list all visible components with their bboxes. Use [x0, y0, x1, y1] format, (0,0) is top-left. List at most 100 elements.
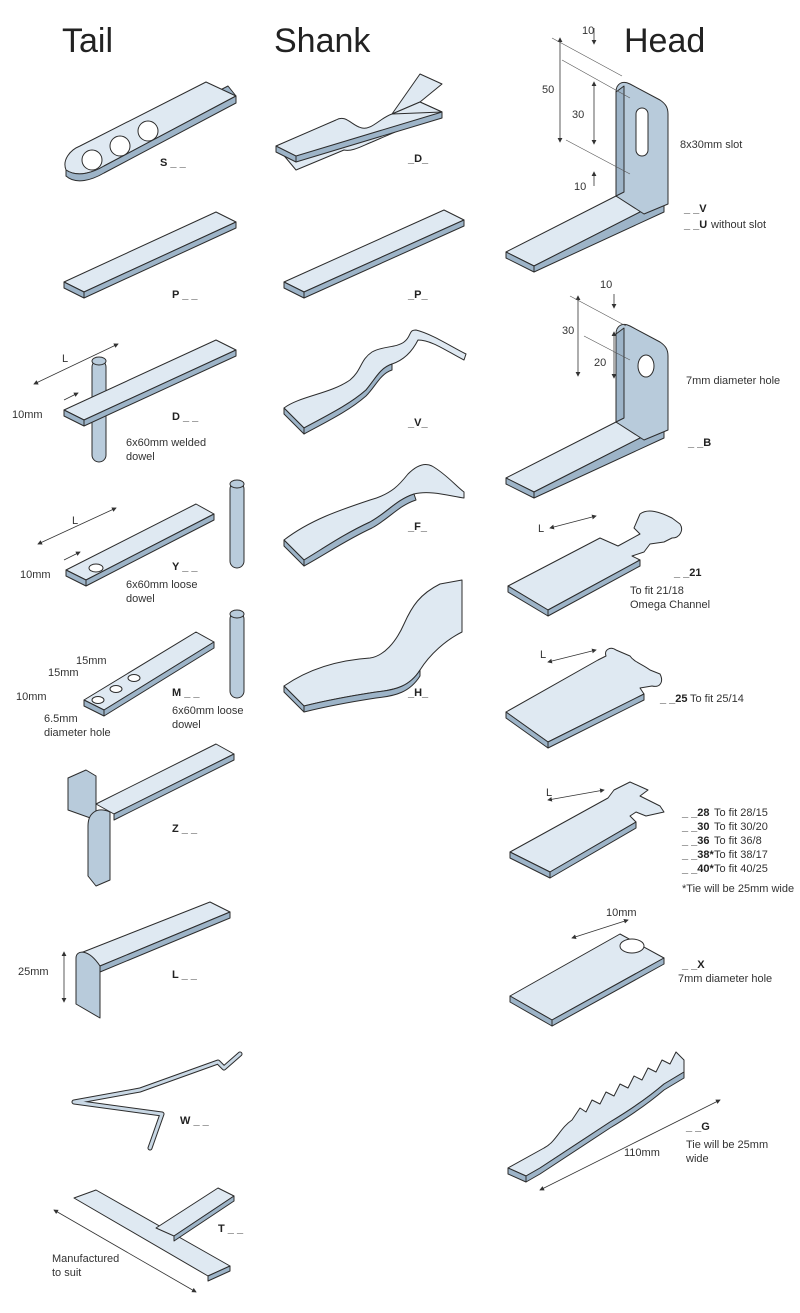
- shank-v-code: _V_: [407, 417, 428, 429]
- tail-y-dim-l: L: [72, 515, 78, 527]
- head-multi-footnote: *Tie will be 25mm wide: [682, 883, 794, 895]
- tail-d-note-2: dowel: [126, 451, 155, 463]
- head-multi-code-4: _ _40*: [681, 863, 715, 875]
- head-b-hole-note: 7mm diameter hole: [686, 375, 780, 387]
- tail-y-code: Y _ _: [172, 561, 198, 573]
- head-x-hole-note: 7mm diameter hole: [678, 973, 772, 985]
- tail-l-figure: [61, 901, 231, 1019]
- head-multi-note-2: To fit 36/8: [714, 835, 762, 847]
- shank-f-code: _F_: [407, 521, 428, 533]
- head-25-note: To fit 25/14: [690, 693, 744, 705]
- tail-l-dim-25: 25mm: [18, 966, 49, 978]
- shank-d-code: _D_: [407, 153, 429, 165]
- tail-m-figure: [83, 609, 245, 717]
- tail-m-dowel: [229, 611, 245, 699]
- head-b-dim-20: 20: [594, 357, 606, 369]
- head-multi-note-0: To fit 28/15: [714, 807, 768, 819]
- tail-t-note-1: Manufactured: [52, 1253, 119, 1265]
- head-multi-dim-l: L: [546, 787, 552, 799]
- head-multi-code-2: _ _36: [681, 835, 710, 847]
- tail-p-code: P _ _: [172, 289, 198, 301]
- column-title-shank: Shank: [274, 22, 371, 60]
- shank-f-figure: [283, 463, 465, 567]
- head-g-dim-110: 110mm: [624, 1147, 660, 1159]
- head-25-dim-l: L: [540, 649, 546, 661]
- shank-h-code: _H_: [407, 687, 429, 699]
- tail-z-code: Z _ _: [172, 823, 198, 835]
- head-v-code: _ _V: [683, 203, 707, 215]
- head-multi-code-0: _ _28: [681, 807, 710, 819]
- tail-t-figure: [53, 1187, 235, 1293]
- tail-d-note-1: 6x60mm welded: [126, 437, 206, 449]
- tail-y-note-2: dowel: [126, 593, 155, 605]
- head-u-note: without slot: [710, 219, 766, 231]
- head-multi-note-3: To fit 38/17: [714, 849, 768, 861]
- head-v-slot-note: 8x30mm slot: [680, 139, 742, 151]
- head-v-dim-10a: 10: [582, 25, 594, 37]
- head-g-note-2: wide: [685, 1153, 709, 1165]
- head-25-figure: [505, 647, 663, 749]
- tail-m-dim-15b: 15mm: [48, 667, 79, 679]
- head-b-hole: [637, 354, 655, 378]
- head-v-dim-10b: 10: [574, 181, 586, 193]
- column-title-tail: Tail: [62, 22, 113, 60]
- tail-m-note-2: dowel: [172, 719, 201, 731]
- tail-t-code: T _ _: [218, 1223, 244, 1235]
- tail-w-code: W _ _: [180, 1115, 210, 1127]
- tail-m-dim-15a: 15mm: [76, 655, 107, 667]
- tail-w-figure: [71, 1051, 243, 1151]
- head-x-dim-10: 10mm: [606, 907, 637, 919]
- tail-s-figure: [64, 81, 237, 182]
- tail-p-figure: [63, 211, 237, 299]
- head-b-dim-10: 10: [600, 279, 612, 291]
- tail-d-dim-10: 10mm: [12, 409, 43, 421]
- head-g-note-1: Tie will be 25mm: [686, 1139, 768, 1151]
- column-title-head: Head: [624, 22, 705, 60]
- head-multi-list: _ _28 To fit 28/15 _ _30 To fit 30/20 _ …: [681, 807, 768, 875]
- tail-y-note-1: 6x60mm loose: [126, 579, 198, 591]
- head-x-figure: [509, 918, 665, 1027]
- tail-s-hole-3: [137, 120, 159, 142]
- tail-d-code: D _ _: [172, 411, 199, 423]
- head-u-code: _ _U: [683, 219, 707, 231]
- head-g-code: _ _G: [685, 1121, 710, 1133]
- tail-m-dim-10: 10mm: [16, 691, 47, 703]
- head-v-dim-30: 30: [572, 109, 584, 121]
- tail-s-hole-2: [109, 135, 131, 157]
- head-multi-note-1: To fit 30/20: [714, 821, 768, 833]
- head-25-code: _ _25: [659, 693, 688, 705]
- head-x-code: _ _X: [681, 959, 705, 971]
- head-b-dim-30: 30: [562, 325, 574, 337]
- shank-p-code: _P_: [407, 289, 428, 301]
- tail-l-code: L _ _: [172, 969, 198, 981]
- head-21-note-1: To fit 21/18: [630, 585, 684, 597]
- head-multi-code-1: _ _30: [681, 821, 710, 833]
- head-multi-figure: [509, 781, 665, 879]
- head-multi-code-3: _ _38*: [681, 849, 715, 861]
- tail-y-dim-10: 10mm: [20, 569, 51, 581]
- shank-d-figure: [275, 73, 443, 171]
- head-21-dim-l: L: [538, 523, 544, 535]
- tail-y-dowel: [229, 481, 245, 569]
- tail-m-hole-2: diameter hole: [44, 727, 111, 739]
- tail-d-dim-l: L: [62, 353, 68, 365]
- tail-s-code: S _ _: [160, 157, 187, 169]
- shank-p-figure: [283, 209, 465, 299]
- head-g-figure: [507, 1051, 721, 1191]
- shank-v-figure: [283, 329, 467, 435]
- tail-y-figure: [37, 479, 245, 587]
- head-v-dim-50: 50: [542, 84, 554, 96]
- head-21-figure: [507, 510, 683, 617]
- head-b-figure: [505, 294, 669, 499]
- head-21-code: _ _21: [673, 567, 702, 579]
- head-v-figure: [505, 28, 669, 273]
- tail-m-code: M _ _: [172, 687, 200, 699]
- tail-s-hole-1: [81, 149, 103, 171]
- shank-h-figure: [283, 579, 463, 713]
- head-b-code: _ _B: [687, 437, 711, 449]
- head-v-slot: [635, 107, 649, 157]
- tail-t-note-2: to suit: [52, 1267, 81, 1279]
- head-multi-note-4: To fit 40/25: [714, 863, 768, 875]
- tail-m-note-1: 6x60mm loose: [172, 705, 244, 717]
